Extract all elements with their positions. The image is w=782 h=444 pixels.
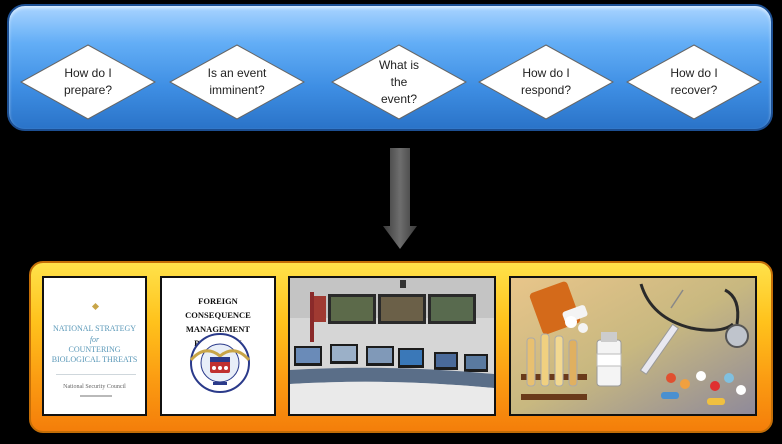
diamond-label: How do I recover? [670, 66, 718, 97]
seal-icon [91, 302, 100, 311]
playbook-cover: FOREIGN CONSEQUENCE MANAGEMENT PLAYBOOK [160, 276, 276, 416]
diamond-label: How do I prepare? [63, 66, 113, 97]
medical-supplies-image [509, 276, 757, 416]
down-arrow-icon [383, 148, 417, 249]
diamond-imminent: Is an event imminent? [169, 44, 305, 120]
operations-center-image [288, 276, 496, 416]
operations-center-photo [290, 278, 494, 414]
medical-supplies-photo [511, 278, 755, 414]
doc-title-line: COUNTERING [68, 345, 121, 354]
diamond-label: Is an event imminent? [207, 66, 267, 97]
diamond-respond: How do I respond? [478, 44, 614, 120]
doc-title-line: for [89, 335, 100, 344]
diamond-prepare: How do I prepare? [20, 44, 156, 120]
diamond-recover: How do I recover? [626, 44, 762, 120]
department-seal-icon [189, 333, 251, 393]
strategy-document-cover: NATIONAL STRATEGY for COUNTERING BIOLOGI… [42, 276, 147, 416]
diamond-label: How do I respond? [520, 66, 572, 97]
diamond-what: What is the event? [331, 44, 467, 120]
doc-title-line: NATIONAL STRATEGY [52, 324, 137, 333]
diamond-label: What is the event? [378, 57, 419, 106]
doc-title-line: BIOLOGICAL THREATS [51, 355, 138, 364]
doc-author: National Security Council [63, 384, 126, 390]
